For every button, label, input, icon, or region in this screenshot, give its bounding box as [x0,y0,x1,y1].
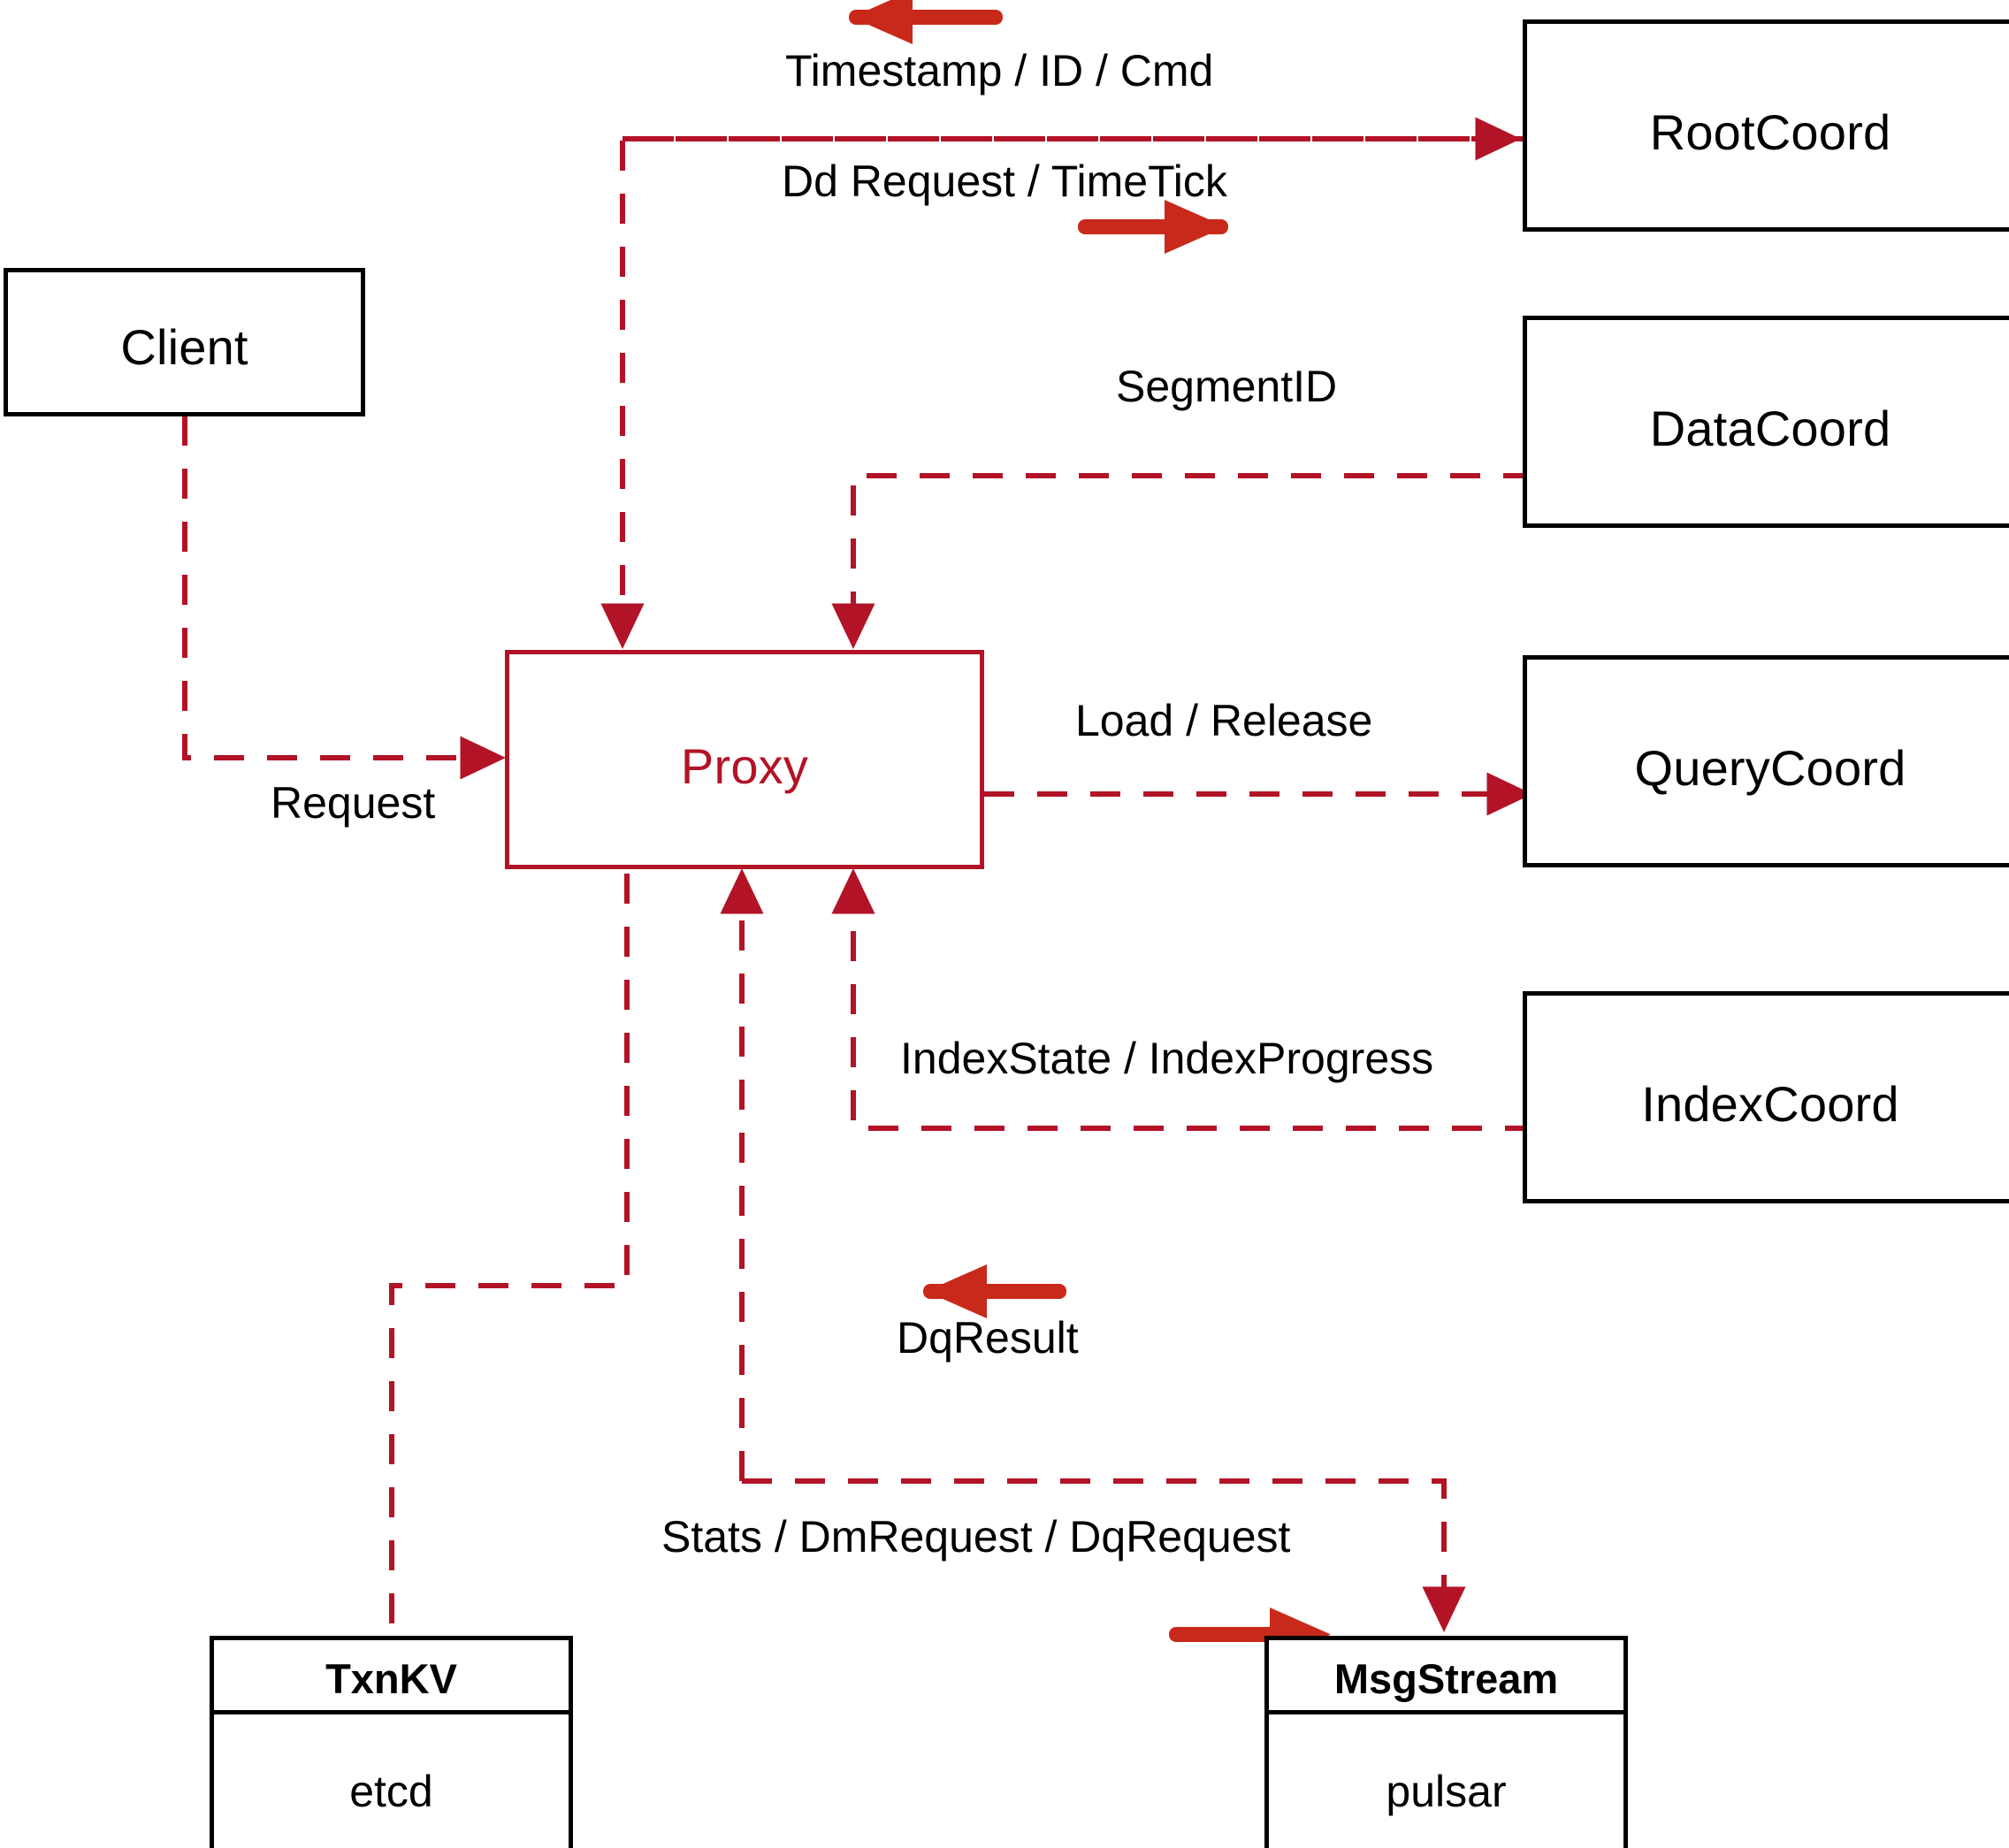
arrow-left-timestamp [849,0,1003,44]
node-rootcoord[interactable]: RootCoord [1523,19,2009,232]
node-indexcoord-label: IndexCoord [1641,1076,1899,1132]
edge-client-to-proxy [182,416,507,780]
arrow-left-dqresult [923,1264,1066,1318]
edge-label-dq-result: DqResult [897,1313,1079,1363]
node-datacoord[interactable]: DataCoord [1523,316,2009,528]
edge-label-stats-dm-dq: Stats / DmRequest / DqRequest [661,1512,1291,1562]
node-client-label: Client [120,319,248,375]
node-indexcoord[interactable]: IndexCoord [1523,991,2009,1203]
node-txnkv-header [214,1640,569,1714]
edge-label-index-state: IndexState / IndexProgress [900,1034,1434,1083]
edge-proxy-to-msgstream [742,1478,1466,1633]
arrow-right-ddrequest [1078,200,1228,254]
node-querycoord-label: QueryCoord [1634,740,1906,796]
node-client[interactable]: Client [4,268,365,416]
node-txnkv[interactable]: TxnKV etcd [210,1636,573,1848]
node-datacoord-label: DataCoord [1649,401,1891,456]
edge-label-dd-request: Dd Request / TimeTick [782,157,1227,206]
node-msgstream-impl: pulsar [1386,1767,1507,1816]
node-proxy-label: Proxy [680,738,809,794]
edge-label-request: Request [271,778,436,828]
node-msgstream-header [1269,1640,1623,1714]
node-rootcoord-label: RootCoord [1649,104,1891,160]
node-proxy[interactable]: Proxy [505,650,984,869]
edge-label-timestamp-id-cmd: Timestamp / ID / Cmd [785,46,1214,95]
dashed-connectors [182,117,1535,1636]
edge-indexcoord-to-proxy [831,867,1535,1131]
edge-label-segmentid: SegmentID [1116,362,1338,411]
edge-proxy-to-txnkv [389,874,630,1636]
node-querycoord[interactable]: QueryCoord [1523,655,2009,867]
edge-rootcoord-to-proxy [600,136,1523,650]
direction-arrows [849,0,1331,1661]
node-msgstream[interactable]: MsgStream pulsar [1264,1636,1628,1848]
edge-label-load-release: Load / Release [1075,696,1373,745]
edge-datacoord-to-proxy [831,473,1533,650]
node-txnkv-title: TxnKV [325,1655,457,1702]
node-msgstream-title: MsgStream [1333,1655,1559,1702]
node-txnkv-impl: etcd [349,1767,433,1816]
